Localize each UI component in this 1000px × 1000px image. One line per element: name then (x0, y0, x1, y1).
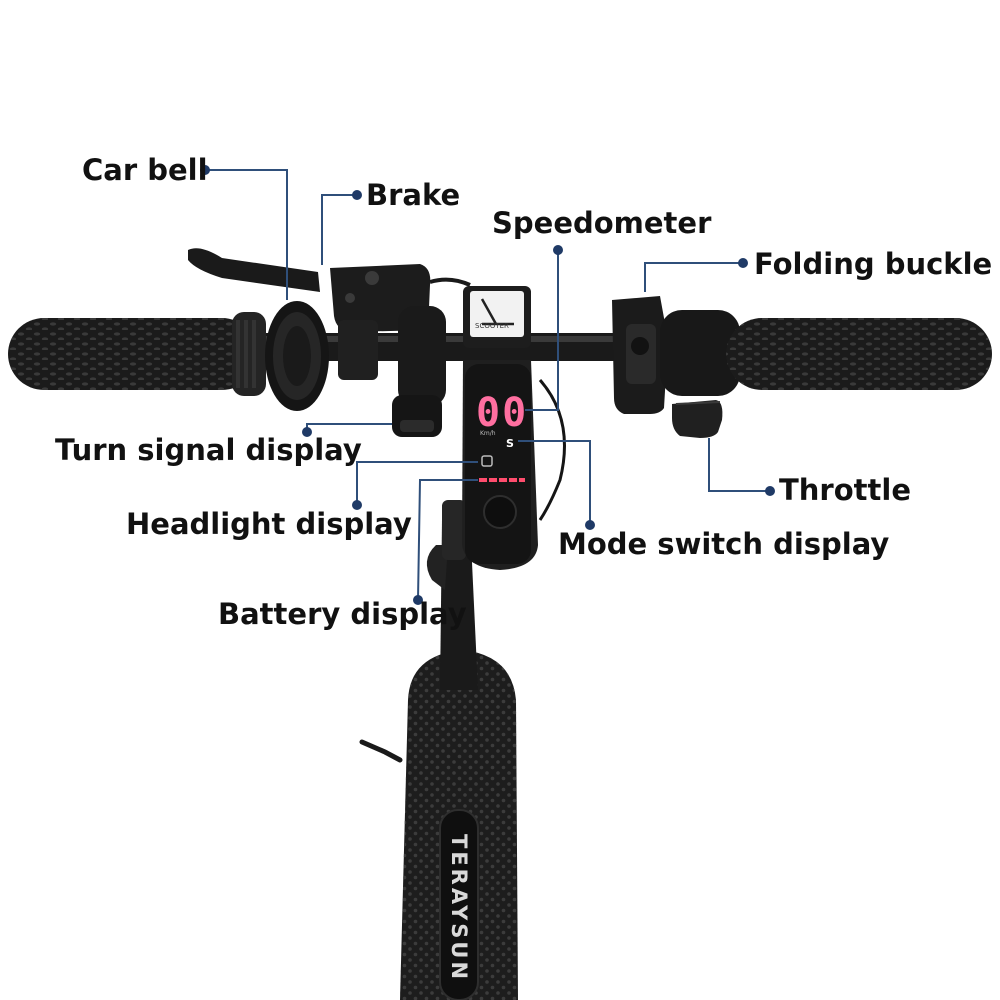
speed-unit: Km/h (480, 430, 496, 437)
dot-mode-switch (585, 520, 595, 530)
label-speedometer: Speedometer (492, 206, 712, 240)
leader-speedometer (525, 250, 559, 411)
folding-buckle (612, 296, 668, 414)
leader-dots (200, 165, 775, 605)
brand-logo: TERAYSUN (441, 830, 477, 983)
display-logo-text: SCOOTER (475, 322, 509, 330)
brand-text: TERAYSUN (447, 834, 471, 983)
leader-battery (417, 479, 478, 601)
dot-turn-signal (302, 427, 312, 437)
label-headlight-display: Headlight display (126, 507, 412, 541)
leader-throttle (708, 438, 770, 492)
label-car-bell: Car bell (82, 153, 208, 187)
brand-plate (439, 809, 479, 1000)
car-bell (265, 301, 329, 411)
right-grip (726, 318, 992, 390)
leader-folding-buckle (644, 262, 743, 292)
dot-folding-buckle (738, 258, 748, 268)
dot-battery (413, 595, 423, 605)
dot-throttle (765, 486, 775, 496)
scooter-deck (359, 650, 518, 1000)
label-throttle: Throttle (779, 473, 911, 507)
label-mode-switch-display: Mode switch display (558, 527, 890, 561)
leader-brake (321, 194, 357, 265)
leader-car-bell (205, 169, 288, 300)
turn-signal-switch (392, 306, 446, 437)
dot-speedometer (553, 245, 563, 255)
dot-headlight (352, 500, 362, 510)
dot-car-bell (200, 165, 210, 175)
throttle-housing (660, 310, 740, 438)
dot-brake (352, 190, 362, 200)
leader-headlight (356, 461, 478, 505)
speed-readout: 00 (476, 390, 529, 436)
label-turn-signal-display: Turn signal display (55, 433, 362, 467)
leader-mode-switch (518, 440, 591, 525)
mode-indicator: S (506, 437, 514, 450)
label-brake: Brake (366, 178, 461, 212)
scooter-stem (426, 500, 478, 690)
leader-turn-signal (306, 423, 392, 432)
label-folding-buckle: Folding buckle (754, 247, 993, 281)
display-unit (462, 286, 566, 570)
left-grip (8, 312, 266, 396)
label-battery-display: Battery display (218, 597, 467, 631)
